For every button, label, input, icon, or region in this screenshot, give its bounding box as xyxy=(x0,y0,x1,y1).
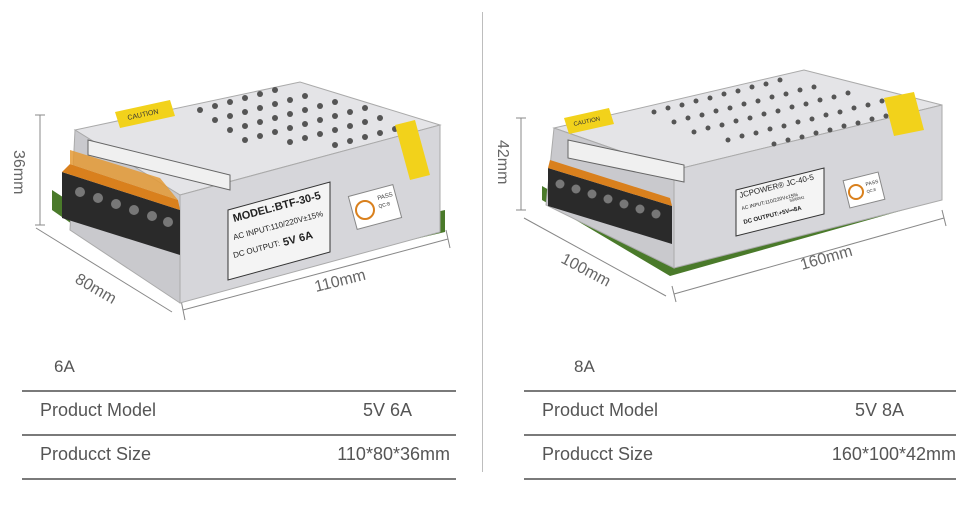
width-dimension-label: 100mm xyxy=(558,251,613,291)
caution-sticker xyxy=(564,108,614,134)
pcb-base xyxy=(542,185,939,276)
qc-text: QC:8 xyxy=(378,201,391,210)
panel-divider xyxy=(482,12,483,472)
spec-label: Product Model xyxy=(542,400,659,420)
spec-row-size: Producct Size 110*80*36mm xyxy=(22,434,456,478)
table-rule xyxy=(524,478,956,480)
height-dimension-label: 36mm xyxy=(10,150,27,194)
table-rule xyxy=(524,390,956,392)
spec-table: Product Model 5V 6A Producct Size 110*80… xyxy=(22,390,456,480)
power-supply-6a-illustration: 36mm 80mm 110mm CAUTION xyxy=(10,81,451,321)
product-panel-6a: 36mm 80mm 110mm CAUTION xyxy=(0,0,480,480)
table-rule xyxy=(22,434,456,436)
table-rule xyxy=(22,478,456,480)
table-rule xyxy=(524,434,956,436)
spec-value: 5V 8A xyxy=(854,400,904,420)
spec-value: 160*100*42mm xyxy=(831,444,956,464)
freq-text: 50/60Hz xyxy=(789,195,805,203)
power-supply-8a-illustration: 42mm 100mm 160mm CAUTION JCPOWER® JC-40-… xyxy=(494,69,947,303)
product-image-6a: 36mm 80mm 110mm CAUTION xyxy=(0,0,480,330)
pass-text: PASS xyxy=(865,179,880,188)
dimension-lines xyxy=(35,114,451,321)
width-dimension-label: 80mm xyxy=(72,271,119,308)
side-sticker xyxy=(884,92,924,136)
spec-value: 5V 6A xyxy=(362,400,412,420)
spec-table: Product Model 5V 8A Producct Size 160*10… xyxy=(524,390,956,480)
vent-holes xyxy=(197,87,398,148)
spec-row-model: Product Model 5V 6A xyxy=(22,390,456,434)
length-dimension-label: 110mm xyxy=(313,267,368,296)
product-image-8a: 42mm 100mm 160mm CAUTION JCPOWER® JC-40-… xyxy=(484,0,960,330)
qc-text: QC:8 xyxy=(866,187,877,194)
terminal-block xyxy=(548,160,672,244)
terminal-label-plate xyxy=(567,139,685,183)
vent-holes xyxy=(651,77,903,147)
caution-text: CAUTION xyxy=(573,116,601,127)
caution-sticker xyxy=(115,100,175,128)
device-label-6a: MODEL:BTF-30-5 AC INPUT:110/220V±15% DC … xyxy=(227,181,403,281)
dimension-lines xyxy=(516,117,947,303)
height-dimension-label: 42mm xyxy=(494,140,511,184)
terminal-block xyxy=(62,150,180,255)
table-rule xyxy=(22,390,456,392)
spec-row-size: Producct Size 160*100*42mm xyxy=(524,434,956,478)
spec-row-model: Product Model 5V 8A xyxy=(524,390,956,434)
spec-value: 110*80*36mm xyxy=(337,444,450,464)
side-sticker xyxy=(395,120,430,180)
spec-label: Producct Size xyxy=(542,444,654,464)
variant-label: 6A xyxy=(54,357,75,376)
device-label-8a: JCPOWER® JC-40-5 AC INPUT:110/220V±15% 5… xyxy=(735,167,886,237)
product-panel-8a: 42mm 100mm 160mm CAUTION JCPOWER® JC-40-… xyxy=(484,0,960,531)
terminal-label-plate xyxy=(87,139,231,191)
length-dimension-label: 160mm xyxy=(798,243,854,274)
pass-text: PASS xyxy=(377,192,394,202)
pass-seal-icon xyxy=(848,184,864,200)
spec-label: Producct Size xyxy=(40,444,152,464)
spec-label: Product Model xyxy=(40,400,157,420)
variant-label: 8A xyxy=(574,357,595,376)
pass-seal-icon xyxy=(355,200,375,220)
